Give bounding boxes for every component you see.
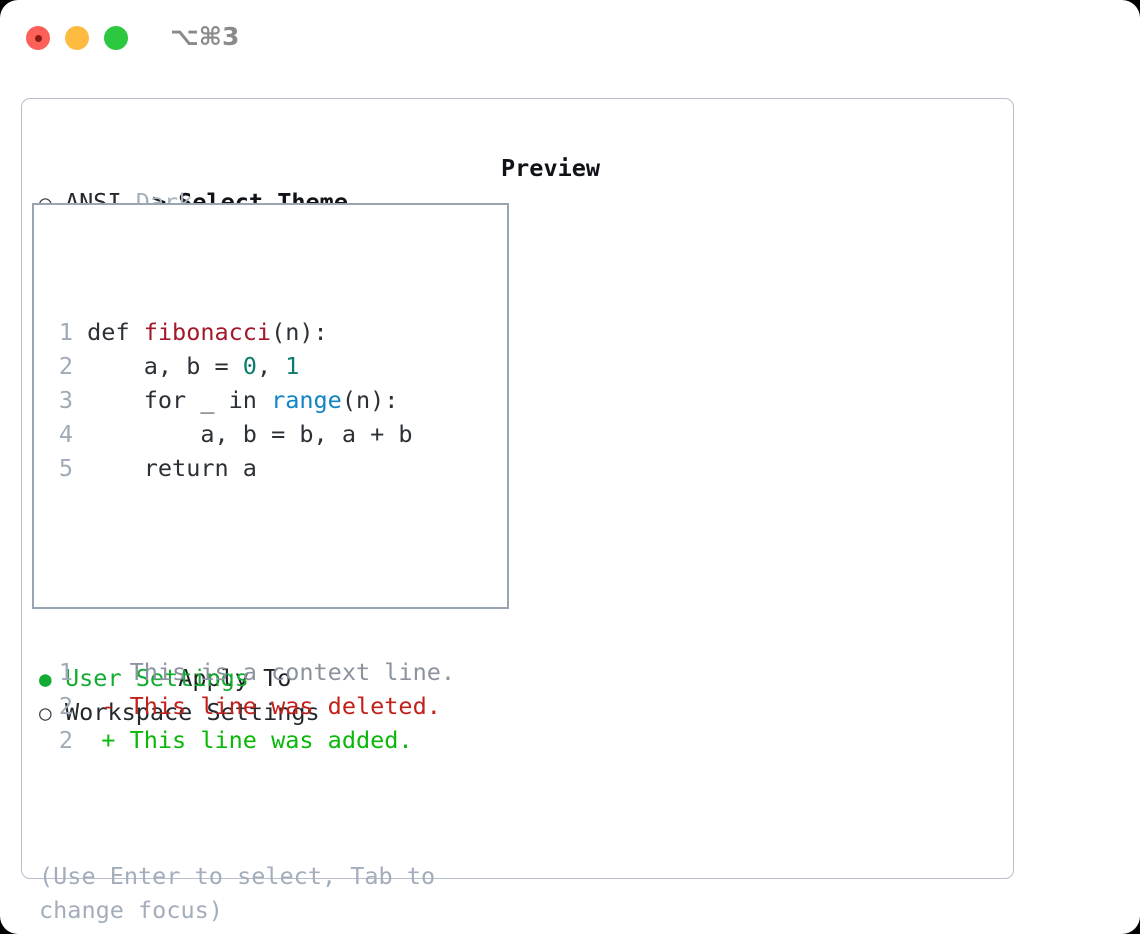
code-token: for _ in [87,386,272,414]
close-button[interactable] [26,26,50,50]
line-number: 2 [58,352,73,380]
keyboard-shortcut-label: ⌥⌘3 [170,22,240,51]
apply-to-list: User SettingsWorkspace Settings [39,661,479,729]
diff-line: 2 + This line was added. [47,723,455,757]
title-bar: ⌥⌘3 [0,0,1140,78]
line-number: 4 [58,420,73,448]
code-diff-gap [47,553,455,587]
code-token: (n): [341,386,399,414]
maximize-button[interactable] [104,26,128,50]
code-line: 5 return a [47,451,455,485]
line-number: 1 [58,658,73,686]
apply-to-label: Apply To [178,664,292,692]
apply-to-option[interactable]: Workspace Settings [39,695,479,729]
apply-to-header: Apply To [39,627,479,692]
code-token: def [87,318,144,346]
diff-line: 2 - This line was deleted. [47,689,455,723]
minimize-button[interactable] [65,26,89,50]
keyboard-hint: (Use Enter to select, Tab to change focu… [39,862,436,924]
preview-column: Preview [501,151,991,185]
code-token: - This line was deleted. [87,692,441,720]
code-line: 4 a, b = b, a + b [47,417,455,451]
line-number: 2 [58,726,73,754]
line-number: 1 [58,318,73,346]
code-line: 1 def fibonacci(n): [47,315,455,349]
line-number: 3 [58,386,73,414]
code-token: , [256,352,286,380]
apply-to-option-label: Workspace Settings [65,698,320,726]
code-token: return a [87,454,257,482]
preview-title: Preview [501,154,601,182]
diff-line: 1 This is a context line. [47,655,455,689]
code-token: This is a context line. [87,658,456,686]
code-line: 3 for _ in range(n): [47,383,455,417]
window-controls [26,26,128,50]
diff-block: 1 This is a context line.2 - This line w… [47,655,455,757]
code-token: 1 [285,352,300,380]
code-token: fibonacci [143,318,272,346]
apply-to-option-label: User Settings [65,664,249,692]
select-theme-header: Select Theme [39,151,479,216]
apply-to-option[interactable]: User Settings [39,661,479,695]
code-token: (n): [271,318,328,346]
line-number: 5 [58,454,73,482]
content-panel: Select Theme ANSI DarkAtom One DarkAyu D… [21,98,1014,924]
code-token: 0 [242,352,257,380]
code-token: + This line was added. [87,726,413,754]
line-number: 2 [58,692,73,720]
code-line: 2 a, b = 0, 1 [47,349,455,383]
code-token: range [271,386,342,414]
code-token: a, b = [87,352,243,380]
code-token: a, b = b, a + b [87,420,413,448]
